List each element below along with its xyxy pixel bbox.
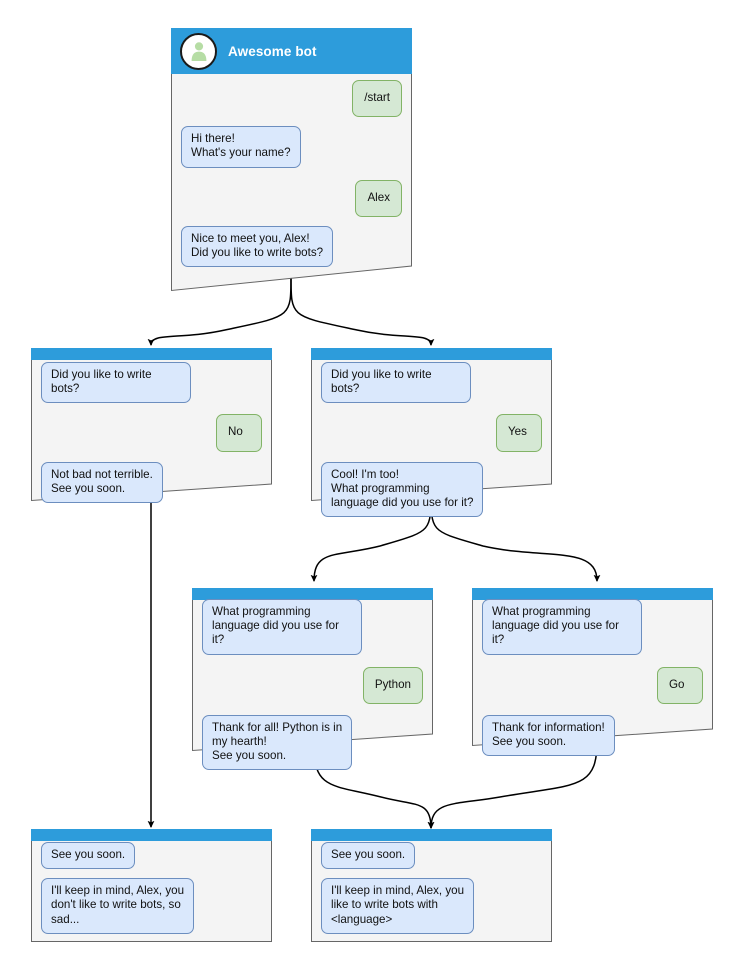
bot-message-bubble[interactable]: Did you like to write bots?: [41, 362, 191, 404]
user-message-bubble[interactable]: No: [216, 414, 262, 452]
bot-message-bubble[interactable]: Thank for all! Python is in my hearth! S…: [202, 714, 353, 771]
message-list: See you soon. I'll keep in mind, Alex, y…: [311, 842, 552, 943]
message-row: /start: [181, 80, 402, 118]
message-row: Did you like to write bots?: [321, 362, 542, 404]
chat-card-answer-yes[interactable]: Did you like to write bots? Yes Cool! I'…: [311, 348, 552, 518]
card-header: Awesome bot: [171, 28, 412, 74]
message-row: Nice to meet you, Alex! Did you like to …: [181, 225, 402, 268]
message-list: Did you like to write bots? No Not bad n…: [31, 362, 272, 512]
chat-card-start[interactable]: Awesome bot /start Hi there! What's your…: [171, 28, 412, 292]
bot-message-bubble[interactable]: See you soon.: [41, 842, 136, 870]
chat-card-end-sad[interactable]: See you soon. I'll keep in mind, Alex, y…: [31, 829, 272, 942]
message-list: /start Hi there! What's your name? Alex …: [171, 80, 412, 276]
message-row: Did you like to write bots?: [41, 362, 262, 404]
user-message-bubble[interactable]: Python: [362, 666, 423, 704]
message-row: Python: [202, 666, 423, 704]
message-row: Hi there! What's your name?: [181, 126, 402, 168]
chat-card-answer-no[interactable]: Did you like to write bots? No Not bad n…: [31, 348, 272, 504]
bot-message-bubble[interactable]: I'll keep in mind, Alex, you don't like …: [41, 878, 195, 934]
person-glyph-icon: [191, 42, 206, 61]
message-row: What programming language did you use fo…: [482, 599, 703, 655]
message-row: Thank for information! See you soon.: [482, 714, 703, 757]
user-message-bubble[interactable]: Go: [657, 666, 703, 704]
card-header: [192, 588, 433, 600]
bot-message-bubble[interactable]: Thank for information! See you soon.: [482, 714, 615, 757]
bot-message-bubble[interactable]: Nice to meet you, Alex! Did you like to …: [181, 225, 334, 268]
message-row: See you soon.: [321, 842, 542, 870]
user-message-bubble[interactable]: Yes: [496, 414, 542, 452]
card-header: [31, 348, 272, 360]
user-message-bubble[interactable]: Alex: [355, 179, 402, 217]
bot-message-bubble[interactable]: Did you like to write bots?: [321, 362, 471, 404]
message-row: No: [41, 414, 262, 452]
bot-message-bubble[interactable]: What programming language did you use fo…: [482, 599, 642, 655]
user-message-bubble[interactable]: /start: [352, 80, 402, 118]
bot-message-bubble[interactable]: See you soon.: [321, 842, 416, 870]
bot-message-bubble[interactable]: What programming language did you use fo…: [202, 599, 362, 655]
message-row: What programming language did you use fo…: [202, 599, 423, 655]
bot-message-bubble[interactable]: Cool! I'm too! What programming language…: [321, 461, 484, 518]
bot-title: Awesome bot: [228, 43, 317, 59]
message-row: I'll keep in mind, Alex, you like to wri…: [321, 878, 542, 934]
card-header: [311, 829, 552, 841]
message-row: Yes: [321, 414, 542, 452]
message-row: Go: [482, 666, 703, 704]
message-list: See you soon. I'll keep in mind, Alex, y…: [31, 842, 272, 943]
bot-message-bubble[interactable]: Hi there! What's your name?: [181, 126, 301, 168]
message-list: What programming language did you use fo…: [472, 599, 713, 765]
bot-message-bubble[interactable]: I'll keep in mind, Alex, you like to wri…: [321, 878, 475, 934]
card-header: [472, 588, 713, 600]
message-row: Cool! I'm too! What programming language…: [321, 461, 542, 518]
message-list: Did you like to write bots? Yes Cool! I'…: [311, 362, 552, 526]
message-row: Alex: [181, 179, 402, 217]
card-header: [311, 348, 552, 360]
message-list: What programming language did you use fo…: [192, 599, 433, 779]
message-row: Thank for all! Python is in my hearth! S…: [202, 714, 423, 771]
message-row: I'll keep in mind, Alex, you don't like …: [41, 878, 262, 934]
bot-message-bubble[interactable]: Not bad not terrible. See you soon.: [41, 461, 163, 504]
chat-card-lang-python[interactable]: What programming language did you use fo…: [192, 588, 433, 771]
message-row: See you soon.: [41, 842, 262, 870]
chat-card-lang-go[interactable]: What programming language did you use fo…: [472, 588, 713, 757]
message-row: Not bad not terrible. See you soon.: [41, 461, 262, 504]
card-header: [31, 829, 272, 841]
chat-card-end-happy[interactable]: See you soon. I'll keep in mind, Alex, y…: [311, 829, 552, 942]
person-avatar-icon: [180, 32, 217, 70]
